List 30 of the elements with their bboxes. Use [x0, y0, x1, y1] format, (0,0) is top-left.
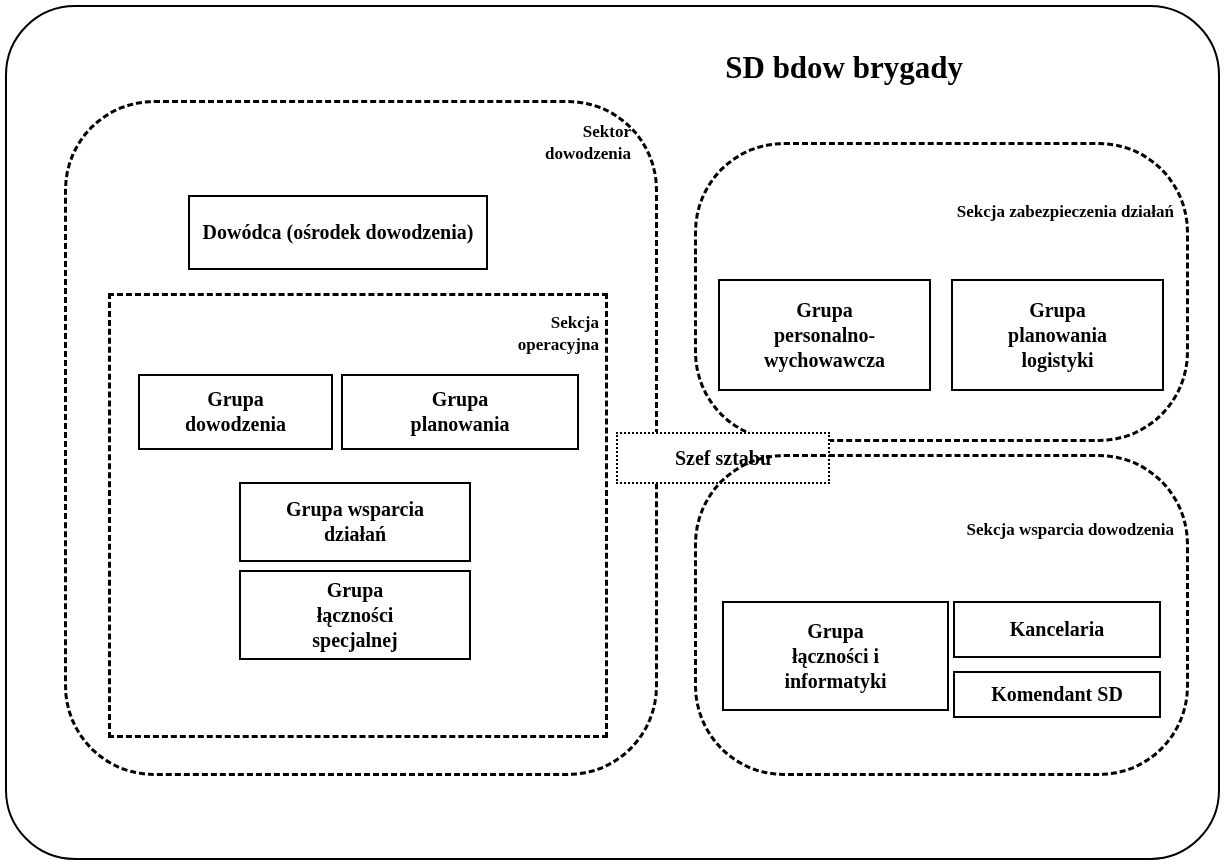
unit-box [341, 374, 579, 450]
unit-box [718, 279, 931, 391]
box-label: Komendant SD [991, 682, 1123, 707]
section-heading: Sekcja zabezpieczenia działań [955, 201, 1174, 223]
section-heading: Sekcja operacyjna [516, 312, 599, 356]
headquarters-frame [5, 5, 1220, 860]
box-label: Dowódca (ośrodek dowodzenia) [202, 220, 474, 245]
box-label: Grupa łączności i informatyki [783, 618, 888, 694]
unit-box [239, 482, 471, 562]
box-label: Grupa dowodzenia [183, 387, 288, 437]
unit-box [722, 601, 949, 711]
unit-box [239, 570, 471, 660]
box-label: Grupa planowania [409, 387, 511, 437]
box-label: Grupa planowania logistyki [1007, 297, 1108, 373]
dashed-section-frame [108, 293, 608, 738]
frame-heading: SD bdow brygady [725, 49, 963, 87]
unit-box [951, 279, 1164, 391]
section-heading: Sekcja wsparcia dowodzenia [965, 519, 1174, 541]
section-heading: Sektor dowodzenia [544, 121, 631, 165]
unit-box [953, 671, 1161, 718]
box-label: Kancelaria [1009, 617, 1105, 642]
dotted-box [616, 432, 830, 484]
box-label: Grupa personalno-wychowawcza [762, 297, 887, 373]
dashed-rounded-area [64, 100, 658, 776]
box-label: Grupa łączności specjalnej [311, 577, 399, 653]
box-label: Grupa wsparcia działań [285, 497, 425, 547]
dashed-rounded-area [694, 142, 1189, 442]
unit-box [953, 601, 1161, 658]
unit-box [188, 195, 488, 270]
unit-box [138, 374, 333, 450]
